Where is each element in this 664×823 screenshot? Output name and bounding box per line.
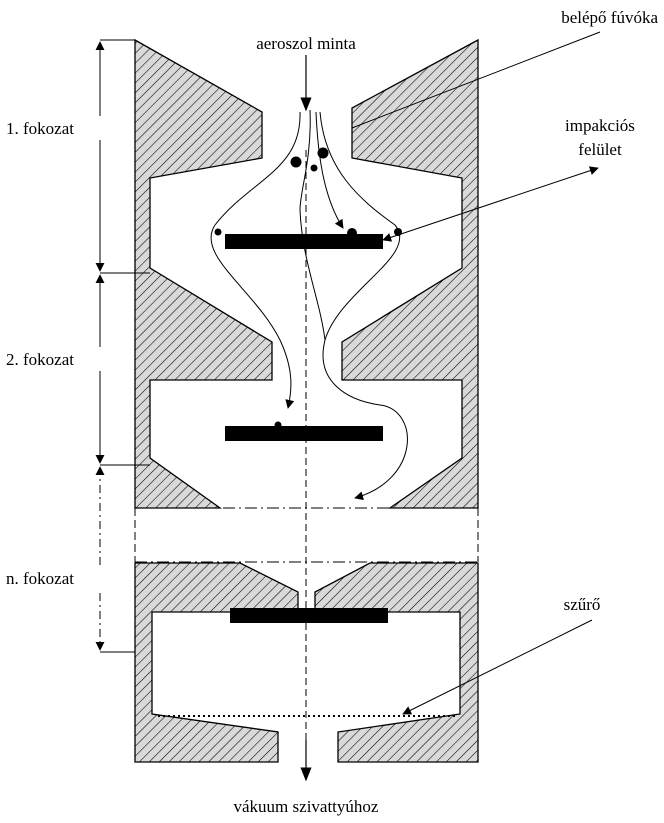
particle [274,421,282,429]
housing-right-lower [314,562,479,763]
label-impaction-surface-2: felület [578,140,622,159]
impaction-surface-leader [382,166,599,242]
label-stage1: 1. fokozat [6,119,74,138]
impaction-plate-stageN [230,608,388,623]
label-inlet-nozzle: belépő fúvóka [561,8,658,27]
particle [214,228,222,236]
impaction-plate-stage2 [225,426,383,441]
trajectory-right-outer [319,111,408,501]
particle [290,156,302,168]
label-stage2: 2. fokozat [6,350,74,369]
trajectory-center-right [315,111,344,229]
label-impaction-surface-1: impakciós [565,116,635,135]
label-filter: szűrő [564,595,601,614]
impaction-plate-stage1 [225,234,383,249]
filter-leader [402,619,593,715]
trajectory-center-left [299,109,326,341]
label-aerosol-sample: aeroszol minta [256,34,356,53]
particle [310,164,318,172]
nozzle-leader [351,31,601,129]
particle [317,147,329,159]
trajectory-left-outer [210,111,301,409]
label-vacuum: vákuum szivattyúhoz [234,797,379,816]
label-stageN: n. fokozat [6,569,74,588]
housing-left-lower [134,562,299,763]
particle [347,228,357,238]
